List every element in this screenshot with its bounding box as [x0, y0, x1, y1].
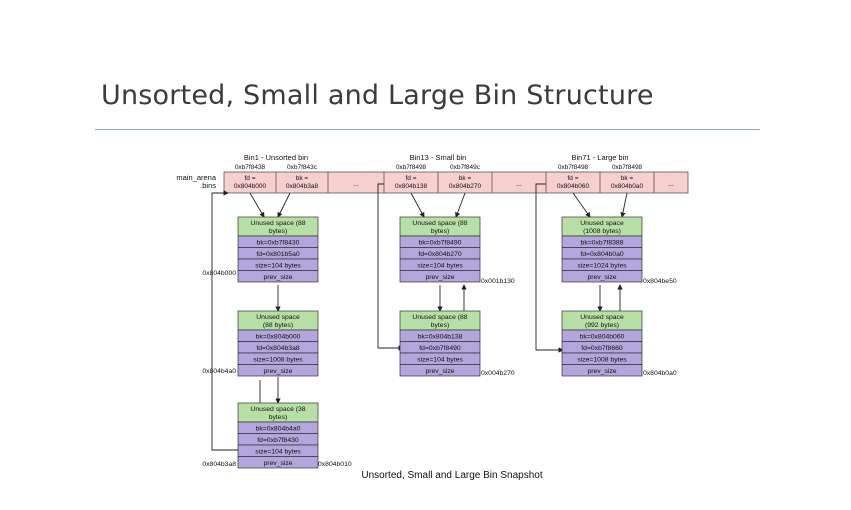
chunk-address: 0x804b000 — [202, 270, 236, 277]
chunk-row-text: bk=0xb7f8388 — [581, 239, 624, 246]
chunk-address: 0x804b3a8 — [202, 461, 236, 468]
chunk-row-text: size=1024 bytes — [577, 262, 627, 269]
chunk-row — [561, 364, 643, 377]
chunk-row — [237, 270, 319, 283]
chunk-address: 0x004b270 — [481, 370, 515, 377]
chunk-row-text: size=104 bytes — [417, 262, 463, 269]
chunk-header-text: bytes) — [269, 414, 288, 421]
chunk-header-text: Unused space — [580, 314, 624, 321]
small-fd-cell: fd =0x804b138 — [395, 175, 428, 190]
chunk-row-text: bk=0x804b000 — [256, 333, 301, 340]
chunk-header-text: bytes) — [269, 228, 288, 235]
unsorted-fd-cell: fd =0x804b000 — [234, 175, 267, 190]
large-bk-cell: bk =0x804b0a0 — [611, 175, 644, 190]
chunk-row-text: prev_size — [587, 368, 616, 375]
chunk-header-text: bytes) — [431, 228, 450, 235]
chunk-header-text: Unused space — [256, 314, 300, 321]
chunk-header-text: Unused space (88 — [412, 314, 467, 321]
chunk-row-text: size=104 bytes — [417, 356, 463, 363]
chunk-row-text: prev_size — [425, 368, 454, 375]
bin-bk-address: 0xb7f843c — [287, 164, 318, 171]
chunk-row-text: prev_size — [587, 274, 616, 281]
chunk-header-text: Unused space (88 — [250, 220, 305, 227]
chunk-row — [561, 270, 643, 283]
chunk-row-text: bk=0x804b4a0 — [256, 425, 301, 432]
fd-line2: 0x804b000 — [234, 183, 267, 190]
chunk-row-text: fd=0xb7f8430 — [257, 437, 299, 444]
bins-strip — [223, 171, 689, 194]
chunks: Unused space (88bytes)bk=0xb7f8430fd=0x8… — [202, 216, 677, 469]
bin-unsorted: Bin1 - Unsorted bin 0xb7f8438 0xb7f843c — [235, 153, 318, 171]
chunk-row-text: size=104 bytes — [255, 262, 301, 269]
chunk-row-text: prev_size — [425, 274, 454, 281]
chunk-row-text: size=1008 bytes — [253, 356, 303, 363]
chunk-row-text: fd=0xb7f8490 — [419, 345, 461, 352]
chunk-row-text: prev_size — [263, 368, 292, 375]
main-arena-label: main_arena — [176, 173, 216, 182]
title-divider — [95, 129, 760, 130]
chunk-row-text: bk=0xb7f8430 — [257, 239, 300, 246]
bin-fd-address: 0xb7f8498 — [558, 164, 589, 171]
chunk-address: 0x804b0a0 — [643, 370, 677, 377]
slide-title: Unsorted, Small and Large Bin Structure — [101, 80, 654, 111]
chunk-row-text: size=104 bytes — [255, 448, 301, 455]
chunk-header-text: (1008 bytes) — [583, 228, 621, 235]
bin-fd-address: 0xb7f8438 — [235, 164, 266, 171]
diagram-caption: Unsorted, Small and Large Bin Snapshot — [361, 470, 542, 481]
bin-title: Bin71 - Large bin — [571, 153, 628, 162]
ellipsis: ... — [353, 181, 359, 188]
chunk-header-text: Unused space (38 — [250, 406, 305, 413]
pointer-lines — [211, 183, 628, 451]
chunk-row — [237, 456, 319, 469]
large-fd-cell: fd =0x804b060 — [557, 175, 590, 190]
chunk-row-text: prev_size — [263, 274, 292, 281]
chunk: Unused space(992 bytes) bk=0x804b060 fd=0x… — [561, 310, 677, 377]
bin-fd-address: 0xb7f8498 — [396, 164, 427, 171]
chunk-row-text: bk=0x804b060 — [580, 333, 625, 340]
chunk-row-text: bk=0xb7f8490 — [419, 239, 462, 246]
chunk-header-text: (992 bytes) — [585, 322, 619, 329]
chunk-row-text: bk=0x804b138 — [418, 333, 463, 340]
ellipsis: ... — [516, 181, 522, 188]
chunk-header-text: Unused space — [580, 220, 624, 227]
bin-title: Bin1 - Unsorted bin — [244, 153, 308, 162]
fd-line1: fd = — [244, 175, 255, 182]
chunk-row-text: size=1008 bytes — [577, 356, 627, 363]
bin-bk-address: 0xb7f8498 — [612, 164, 643, 171]
chunk: Unused space(88 bytes) bk=0x804b000 fd=0x8… — [202, 310, 319, 377]
chunk-address: 0x804be50 — [643, 278, 677, 285]
bin-small: Bin13 - Small bin 0xb7f8498 0xb7f849c — [396, 153, 481, 171]
ellipsis: ... — [668, 181, 674, 188]
bin-bk-address: 0xb7f849c — [450, 164, 481, 171]
chunk-row-text: fd=0x804b0a0 — [580, 251, 623, 258]
chunk-row — [399, 270, 481, 283]
bin-cells: fd =0x804b000 bk =0x804b3a8 ... fd =0x80… — [234, 175, 674, 190]
chunk-header-text: (88 bytes) — [263, 322, 293, 329]
bin-large: Bin71 - Large bin 0xb7f8498 0xb7f8498 — [558, 153, 643, 171]
unsorted-bk-cell: bk =0x804b3a8 — [286, 175, 319, 190]
chunk-row-text: fd=0x801b5a0 — [256, 251, 299, 258]
chunk-row-text: prev_size — [263, 460, 292, 467]
chunk-row-text: fd=0xb7f8660 — [581, 345, 623, 352]
chunk-row-text: fd=0x804b3a8 — [256, 345, 299, 352]
chunk-address-end: 0x804b010 — [318, 461, 352, 468]
chunk-address: 0x804b4a0 — [202, 368, 236, 375]
chunk-address: 0x001b130 — [481, 278, 515, 285]
chunk-header-text: bytes) — [431, 322, 450, 329]
bins-label: .bins — [200, 181, 216, 190]
chunk-row-text: fd=0x804b270 — [418, 251, 461, 258]
chunk: Unused space(1008 bytes) bk=0xb7f8388 fd=0… — [561, 216, 677, 285]
chunk-row — [237, 364, 319, 377]
small-bk-cell: bk =0x804b270 — [449, 175, 482, 190]
chunk-header-text: Unused space (88 — [412, 220, 467, 227]
bin-title: Bin13 - Small bin — [410, 153, 467, 162]
chunk-row — [399, 364, 481, 377]
